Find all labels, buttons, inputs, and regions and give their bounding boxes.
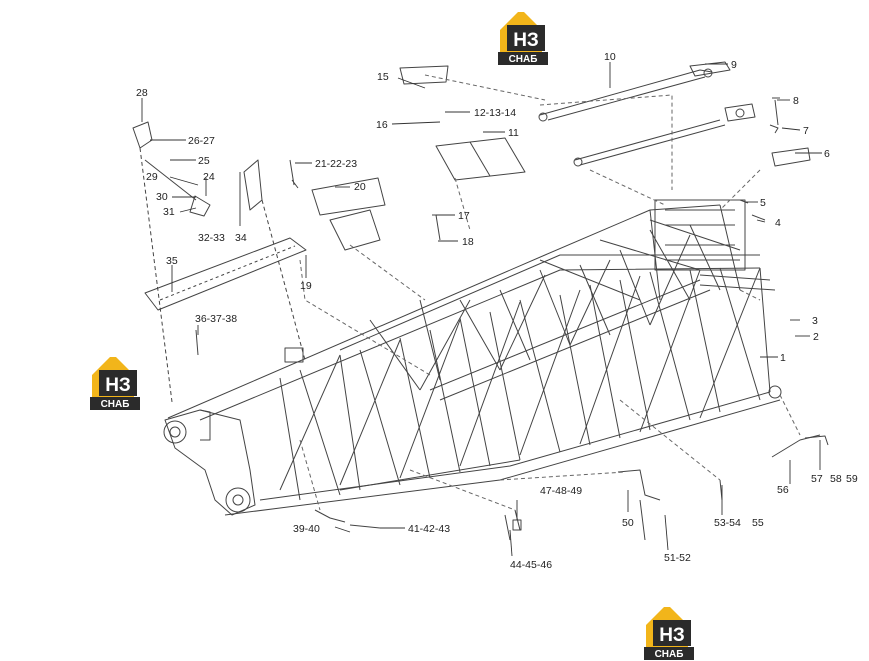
plate-11 bbox=[435, 137, 526, 181]
callout-36-37-38: 36-37-38 bbox=[195, 313, 237, 325]
callout-4: 4 bbox=[775, 217, 781, 229]
callout-15: 15 bbox=[377, 71, 389, 83]
callout-18: 18 bbox=[462, 236, 474, 248]
boom-foot bbox=[164, 409, 256, 516]
part-34-ladder bbox=[243, 159, 263, 211]
part-39-40-chain bbox=[314, 509, 346, 523]
callout-9: 9 bbox=[731, 59, 737, 71]
pendant-link-10 bbox=[539, 69, 713, 121]
callout-5: 5 bbox=[760, 197, 766, 209]
boom-bottom-chord-right bbox=[259, 391, 771, 501]
callout-2: 2 bbox=[813, 331, 819, 343]
boom-top-chord-left bbox=[167, 204, 721, 419]
callout-31: 31 bbox=[163, 206, 175, 218]
foot-pin-lower bbox=[225, 487, 251, 513]
callout-50: 50 bbox=[622, 517, 634, 529]
svg-text:СНАБ: СНАБ bbox=[509, 54, 538, 65]
callout-20: 20 bbox=[354, 181, 366, 193]
callout-34: 34 bbox=[235, 232, 247, 244]
plate-15 bbox=[399, 65, 449, 85]
plate-35 bbox=[144, 237, 307, 311]
foot-pin-left bbox=[163, 420, 187, 444]
callout-24: 24 bbox=[203, 171, 215, 183]
pendant-link-11 bbox=[574, 119, 726, 166]
callout-1: 1 bbox=[780, 352, 786, 364]
top-beam bbox=[429, 279, 701, 391]
boom-bottom-chord-inner bbox=[339, 459, 521, 491]
callout-58: 58 bbox=[830, 473, 842, 485]
callout-55: 55 bbox=[752, 517, 764, 529]
plate-20 bbox=[311, 177, 386, 216]
callout-35: 35 bbox=[166, 255, 178, 267]
callout-32-33: 32-33 bbox=[198, 232, 225, 244]
callout-56: 56 bbox=[777, 484, 789, 496]
callout-8: 8 bbox=[793, 95, 799, 107]
brand-logo-left: НЗ СНАБ bbox=[86, 353, 146, 411]
head-frame bbox=[654, 199, 746, 271]
callout-21-22-23: 21-22-23 bbox=[315, 158, 357, 170]
lattice-lower bbox=[279, 267, 761, 501]
callout-3: 3 bbox=[812, 315, 818, 327]
callout-16: 16 bbox=[376, 119, 388, 131]
callout-57: 57 bbox=[811, 473, 823, 485]
brand-logo-top: НЗ СНАБ bbox=[494, 8, 554, 66]
callout-28: 28 bbox=[136, 87, 148, 99]
callout-59: 59 bbox=[846, 473, 858, 485]
callout-47-48-49: 47-48-49 bbox=[540, 485, 582, 497]
callout-30: 30 bbox=[156, 191, 168, 203]
callout-12-13-14: 12-13-14 bbox=[474, 107, 516, 119]
callout-7: 7 bbox=[803, 125, 809, 137]
svg-text:НЗ: НЗ bbox=[105, 375, 131, 396]
callout-19: 19 bbox=[300, 280, 312, 292]
callout-51-52: 51-52 bbox=[664, 552, 691, 564]
boom-top-chord-mid bbox=[199, 267, 761, 421]
callout-53-54: 53-54 bbox=[714, 517, 741, 529]
callout-17: 17 bbox=[458, 210, 470, 222]
svg-text:НЗ: НЗ bbox=[513, 30, 539, 51]
callout-29: 29 bbox=[146, 171, 158, 183]
lattice-cross bbox=[279, 267, 761, 491]
svg-text:СНАБ: СНАБ bbox=[101, 399, 130, 410]
callout-26-27: 26-27 bbox=[188, 135, 215, 147]
end-pin-right bbox=[768, 385, 782, 399]
part-50-bracket bbox=[617, 469, 661, 501]
boom-bottom-chord-left bbox=[224, 399, 781, 516]
callout-6: 6 bbox=[824, 148, 830, 160]
part-28-bracket bbox=[132, 121, 153, 149]
callout-10: 10 bbox=[604, 51, 616, 63]
callout-25: 25 bbox=[198, 155, 210, 167]
part-56-pin bbox=[771, 434, 821, 458]
boom-top-chord-right bbox=[339, 254, 760, 351]
callout-41-42-43: 41-42-43 bbox=[408, 523, 450, 535]
lattice-upper bbox=[369, 224, 721, 391]
brand-logo-bottom: НЗ СНАБ bbox=[640, 603, 700, 661]
callout-44-45-46: 44-45-46 bbox=[510, 559, 552, 571]
callout-39-40: 39-40 bbox=[293, 523, 320, 535]
svg-text:СНАБ: СНАБ bbox=[655, 649, 684, 660]
svg-text:НЗ: НЗ bbox=[659, 625, 685, 646]
part-6-plate bbox=[771, 147, 811, 167]
callout-11: 11 bbox=[508, 127, 519, 139]
